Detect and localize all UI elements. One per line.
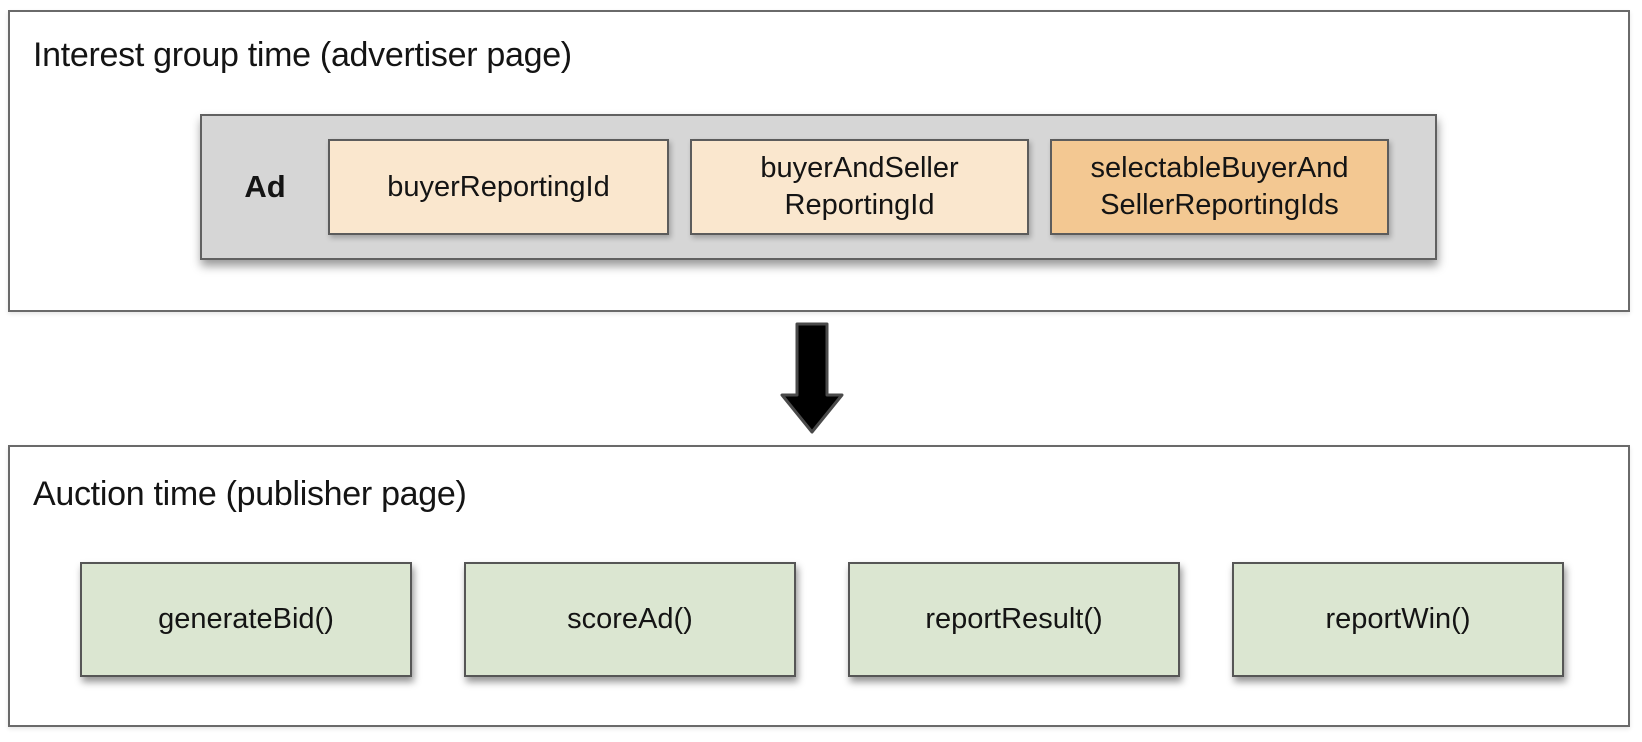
auction-section: Auction time (publisher page) generateBi… <box>8 445 1630 727</box>
field-label-line: SellerReportingIds <box>1100 189 1339 221</box>
interest-group-title: Interest group time (advertiser page) <box>33 36 572 74</box>
function-label: reportResult() <box>925 603 1103 635</box>
interest-group-section: Interest group time (advertiser page) Ad… <box>8 10 1630 312</box>
function-row: generateBid() scoreAd() reportResult() r… <box>80 562 1564 677</box>
field-buyer-and-seller-reporting-id: buyerAndSeller ReportingId <box>690 139 1029 235</box>
down-arrow-icon <box>780 322 844 435</box>
field-selectable-buyer-and-seller-reporting-ids: selectableBuyerAnd SellerReportingIds <box>1050 139 1389 235</box>
function-label: reportWin() <box>1325 603 1471 635</box>
field-label-line: ReportingId <box>784 189 935 221</box>
auction-title: Auction time (publisher page) <box>33 475 467 513</box>
function-report-win: reportWin() <box>1232 562 1564 677</box>
function-generate-bid: generateBid() <box>80 562 412 677</box>
function-label: generateBid() <box>158 603 334 635</box>
field-buyer-reporting-id: buyerReportingId <box>328 139 669 235</box>
field-label-line: buyerAndSeller <box>760 152 959 184</box>
field-label-line: selectableBuyerAnd <box>1090 152 1349 184</box>
function-label: scoreAd() <box>567 603 693 635</box>
field-label-line: buyerReportingId <box>387 170 610 203</box>
function-report-result: reportResult() <box>848 562 1180 677</box>
ad-container: Ad buyerReportingId buyerAndSeller Repor… <box>200 114 1437 260</box>
ad-label: Ad <box>244 169 286 204</box>
function-score-ad: scoreAd() <box>464 562 796 677</box>
